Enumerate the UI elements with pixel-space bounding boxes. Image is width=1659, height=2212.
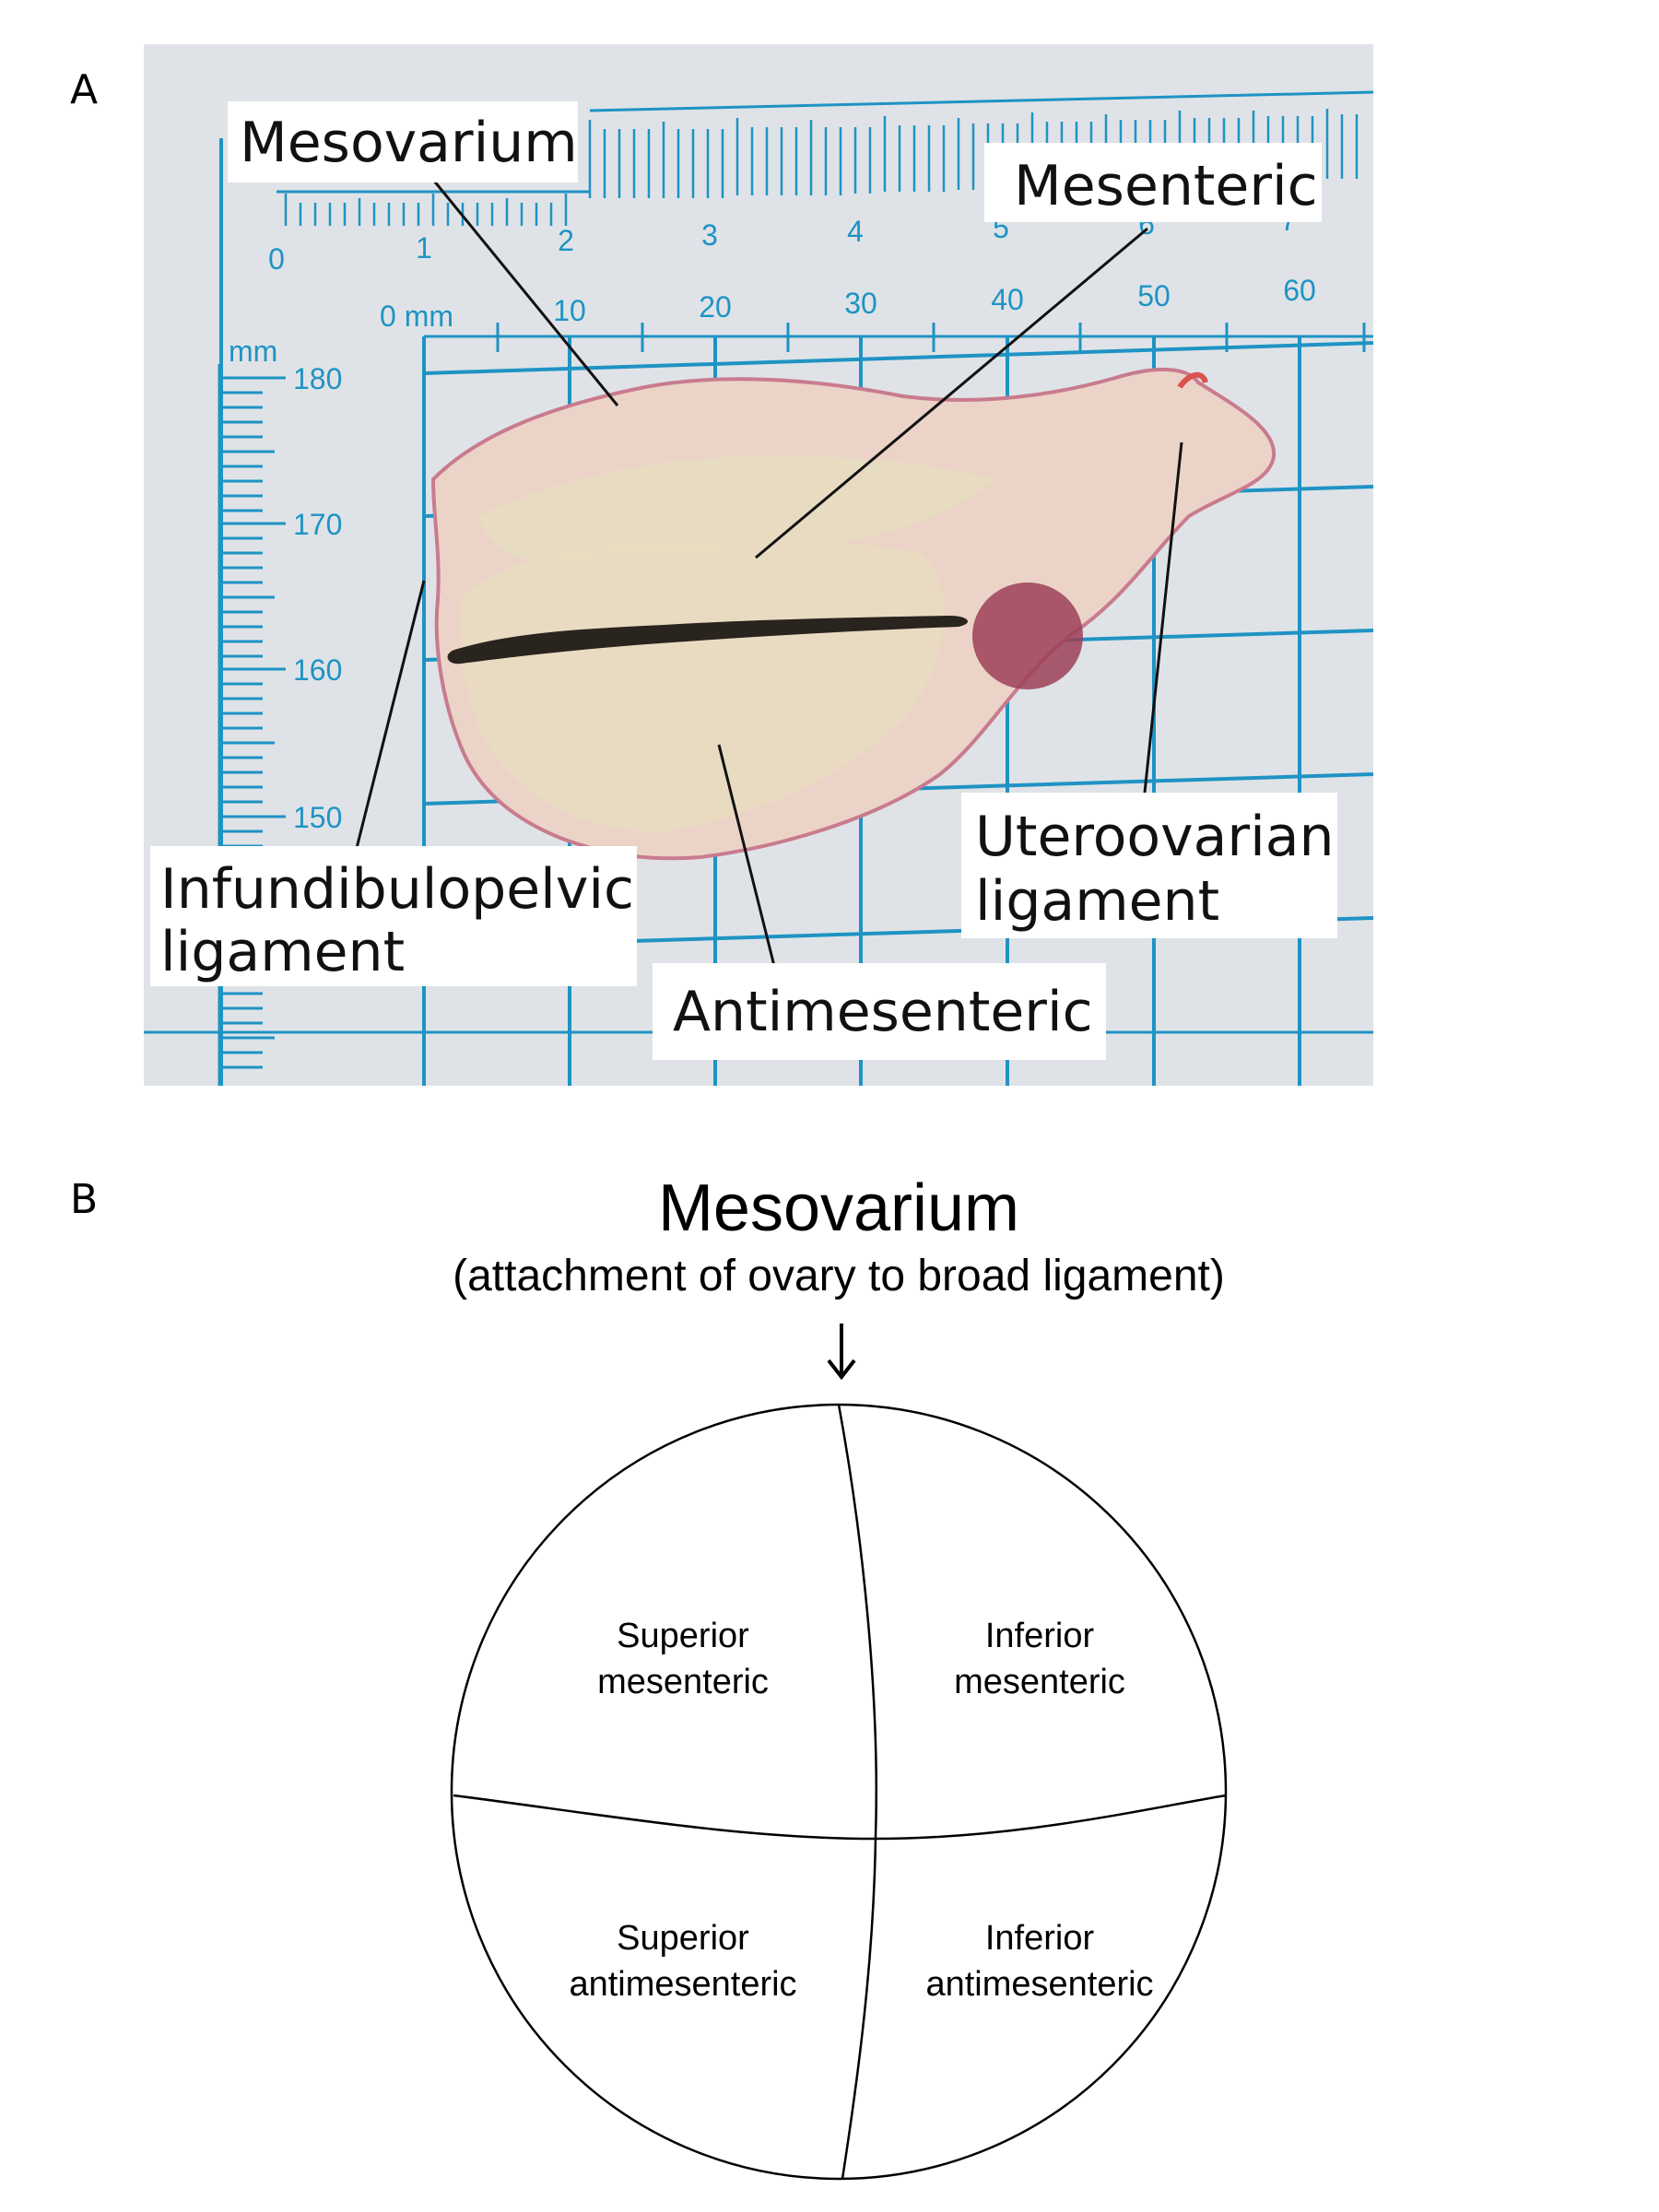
- quadrant-label-line2: antimesenteric: [569, 1965, 796, 2004]
- infundibulopelvic-leader: [353, 580, 426, 856]
- panel-b-subtitle: (attachment of ovary to broad ligament): [453, 1252, 1225, 1300]
- mm-ruler-labels: 0 mm 10 20 30 40 50 60: [380, 274, 1316, 333]
- quadrant-label-line2: mesenteric: [954, 1663, 1125, 1701]
- callout-label-line1: Uteroovarian: [975, 805, 1335, 869]
- panel-b-letter: B: [70, 1176, 98, 1223]
- quadrant-inferior-antimesenteric: Inferior antimesenteric: [925, 1919, 1153, 2004]
- callout-box: [961, 793, 1337, 938]
- cm-label: 3: [701, 218, 718, 252]
- callout-uteroovarian: Uteroovarian ligament: [961, 793, 1337, 938]
- vertical-ruler-labels: mm 180 170 160 150: [229, 335, 342, 834]
- mm-ruler-ticks: [424, 323, 1373, 352]
- callout-label: Mesovarium: [240, 111, 578, 175]
- quadrant-inferior-mesenteric: Inferior mesenteric: [954, 1617, 1125, 1701]
- down-arrow-icon: [827, 1324, 856, 1381]
- vertical-label: 180: [293, 362, 342, 395]
- mesovarium-leader: [431, 179, 619, 406]
- ovary-cortex-highlight: [479, 455, 995, 563]
- ovary-body: [460, 537, 945, 831]
- vertical-label: 170: [293, 508, 342, 541]
- leader-lines: [353, 179, 1183, 967]
- callout-mesovarium: Mesovarium: [228, 101, 578, 182]
- mm-label: 10: [553, 294, 586, 327]
- quadrant-superior-antimesenteric: Superior antimesenteric: [569, 1919, 796, 2004]
- mm-label: 50: [1137, 279, 1171, 312]
- mm-label: 30: [844, 287, 877, 320]
- callout-box: [984, 143, 1322, 222]
- cut-edge: [1177, 371, 1208, 389]
- quadrant-label-line2: antimesenteric: [925, 1965, 1153, 2004]
- mm-label: 40: [991, 283, 1024, 316]
- callout-label-line2: ligament: [975, 869, 1219, 934]
- cm-label: 2: [558, 224, 574, 257]
- quadrant-label-line1: Inferior: [985, 1919, 1095, 1958]
- panel-b-title: Mesovarium: [658, 1171, 1019, 1245]
- ovary-outline: [450, 1403, 1228, 2181]
- cm-label: 4: [847, 215, 864, 248]
- horizontal-divider: [453, 1794, 1227, 1841]
- quadrant-label-line1: Superior: [617, 1617, 749, 1655]
- ovary-specimen: [430, 368, 1277, 861]
- ink-mark: [447, 616, 969, 665]
- quadrant-label-line2: mesenteric: [597, 1663, 769, 1701]
- quadrant-label-line1: Superior: [617, 1919, 749, 1958]
- callout-label: Antimesenteric: [673, 980, 1093, 1044]
- vascular-spot: [972, 582, 1083, 689]
- cm-label: 0: [268, 242, 285, 276]
- callout-box: [228, 101, 578, 182]
- callout-box: [150, 846, 637, 986]
- quadrant-label-line1: Inferior: [985, 1617, 1095, 1655]
- mesenteric-leader: [755, 227, 1148, 559]
- panel-a-letter: A: [70, 66, 98, 113]
- callout-box: [653, 963, 1106, 1060]
- vertical-unit-label: mm: [229, 335, 277, 368]
- mm-unit-label: 0 mm: [380, 300, 453, 333]
- quadrant-superior-mesenteric: Superior mesenteric: [597, 1617, 769, 1701]
- ovary-quadrant-diagram: [450, 1403, 1228, 2181]
- vertical-divider: [837, 1404, 878, 2180]
- callout-label-line1: Infundibulopelvic: [160, 857, 634, 922]
- antimesenteric-leader: [717, 744, 776, 967]
- callout-antimesenteric: Antimesenteric: [653, 963, 1106, 1060]
- mm-label: 60: [1283, 274, 1316, 307]
- mm-label: 20: [699, 290, 732, 324]
- callout-label: Mesenteric: [1014, 154, 1318, 218]
- callout-infundibulopelvic: Infundibulopelvic ligament: [150, 846, 637, 986]
- vertical-label: 150: [293, 801, 342, 834]
- callout-mesenteric: Mesenteric: [984, 143, 1322, 222]
- cm-label: 1: [416, 231, 432, 265]
- vertical-label: 160: [293, 653, 342, 687]
- uteroovarian-leader: [1143, 441, 1183, 794]
- callout-label-line2: ligament: [160, 920, 405, 984]
